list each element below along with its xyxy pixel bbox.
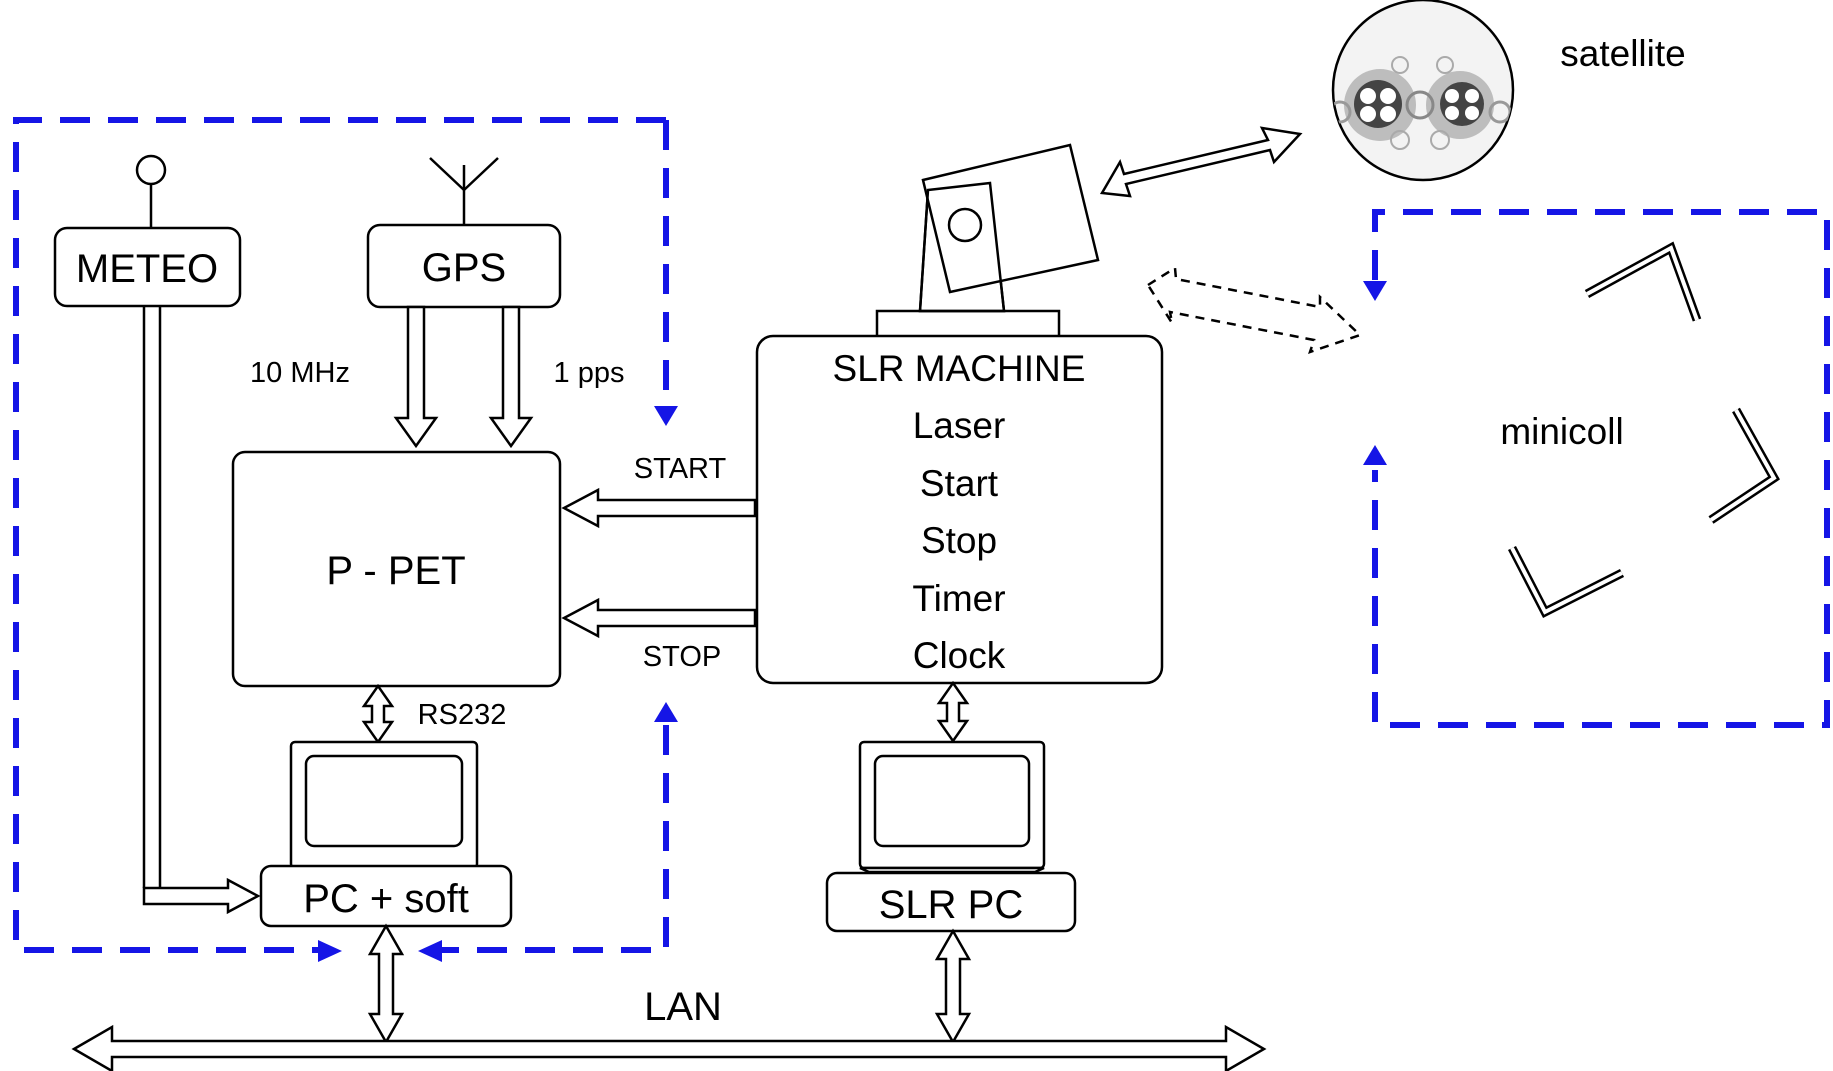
slr-pc-link-arrow <box>936 680 970 744</box>
telescope-icon <box>875 143 1100 341</box>
slr-pc: SLR PC <box>825 871 1077 933</box>
satellite-link-arrow <box>1099 126 1303 198</box>
meteo-box <box>53 226 242 308</box>
meteo-pc-link <box>142 306 261 915</box>
stop-label: STOP <box>643 641 721 673</box>
stop-arrow <box>561 597 757 639</box>
boundary-arrow-up <box>654 702 678 722</box>
ppet-unit: P - PET <box>231 450 562 688</box>
ppet-label: P - PET <box>326 549 465 593</box>
boundary-arrow-left <box>418 940 442 962</box>
minicoll-arrow-down <box>1363 281 1387 301</box>
meteo-label: METEO <box>76 247 218 291</box>
pc-soft-label: PC + soft <box>303 877 469 921</box>
slr-pc-label: SLR PC <box>879 883 1024 927</box>
lan-bus <box>71 1024 1267 1071</box>
meteo-sensor: METEO <box>53 154 242 308</box>
boundary-arrow-right <box>318 940 342 962</box>
label-1pps: 1 pps <box>554 357 625 389</box>
arrow-1pps <box>488 305 534 449</box>
minicoll-boundary <box>1363 209 1830 728</box>
retroreflector-icons <box>1508 241 1780 619</box>
slr-machine-start: Start <box>920 463 999 504</box>
slr-machine-stop: Stop <box>921 520 997 561</box>
start-label: START <box>634 453 727 485</box>
pc-monitor-icon <box>289 740 479 874</box>
rs232-arrow <box>361 683 395 745</box>
slr-pc-box <box>825 871 1077 933</box>
boundary-arrow-down <box>654 406 678 426</box>
minicoll-arrow-up <box>1363 445 1387 465</box>
gps-box <box>366 223 562 309</box>
slr-pc-monitor-icon <box>858 740 1046 874</box>
satellite-label: satellite <box>1560 33 1685 74</box>
minicoll-label: minicoll <box>1500 411 1623 452</box>
ppet-box <box>231 450 562 688</box>
meteo-antenna-icon <box>135 154 167 186</box>
gps-antenna-icon <box>429 157 499 225</box>
gps-label: GPS <box>422 246 506 290</box>
minicoll-link-arrow <box>1146 265 1363 354</box>
label-10mhz: 10 MHz <box>250 357 350 389</box>
gps-receiver: GPS <box>366 157 562 309</box>
pc-soft: PC + soft <box>259 864 513 928</box>
slr-machine: SLR MACHINE Laser Start Stop Timer Clock <box>755 334 1164 685</box>
slr-machine-laser: Laser <box>913 405 1006 446</box>
slr-machine-clock: Clock <box>913 635 1006 676</box>
ppet-subsystem-boundary <box>13 117 678 962</box>
slrpc-lan-connector <box>934 928 972 1045</box>
arrow-10mhz <box>393 305 439 449</box>
start-arrow <box>561 487 757 529</box>
pc-lan-connector <box>367 923 405 1045</box>
slr-machine-title: SLR MACHINE <box>833 348 1086 389</box>
satellite-icon <box>1331 0 1515 182</box>
slr-machine-box <box>755 334 1164 685</box>
lan-label: LAN <box>644 985 722 1029</box>
telescope-base <box>875 309 1061 341</box>
slr-machine-timer: Timer <box>912 578 1005 619</box>
rs232-label: RS232 <box>418 699 507 731</box>
